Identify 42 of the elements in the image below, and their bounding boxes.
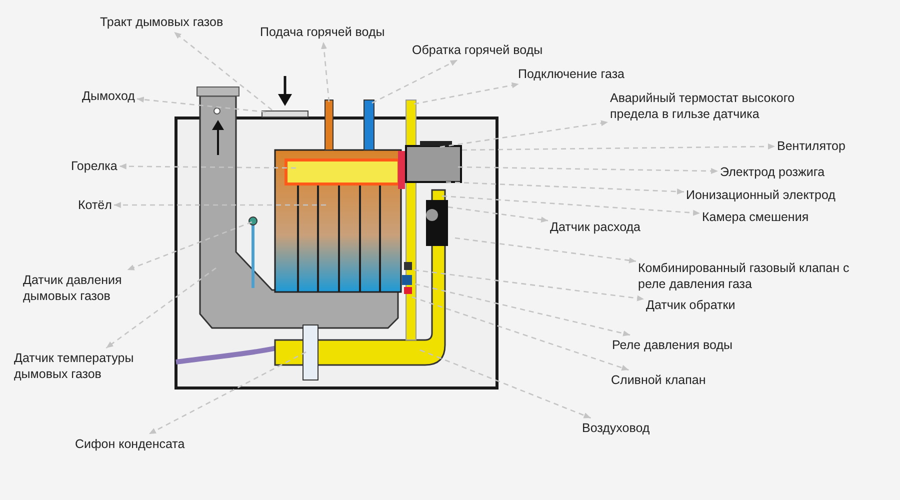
callout-label: Горелка [71, 158, 118, 174]
callout-label: Реле давления воды [612, 337, 732, 353]
leader-line [440, 120, 608, 148]
callout-label: Котёл [78, 197, 112, 213]
leader-line [174, 32, 272, 110]
leader-line [414, 82, 519, 105]
callout-label: Датчик температуры дымовых газов [14, 350, 135, 382]
leader-line [462, 144, 775, 151]
leader-line [414, 283, 630, 336]
callout-label: Электрод розжига [720, 164, 825, 180]
leader-line [454, 237, 636, 264]
callout-label: Обратка горячей воды [412, 42, 543, 58]
callout-label: Сливной клапан [611, 372, 706, 388]
leader-line [119, 163, 296, 170]
leader-line [148, 351, 306, 435]
leader-line [414, 269, 644, 302]
callout-label: Комбинированный газовый клапан с реле давления газа [638, 260, 850, 292]
callout-label: Воздуховод [582, 420, 650, 436]
leader-line [412, 296, 629, 371]
leader-line [442, 195, 700, 216]
callout-label: Сифон конденсата [75, 436, 185, 452]
callout-label: Подача горячей воды [260, 24, 385, 40]
leader-line [136, 96, 266, 113]
callout-label: Дымоход [82, 88, 135, 104]
leader-line [321, 42, 330, 102]
callout-label: Аварийный термостат высокого предела в гильзе датчика [610, 90, 796, 122]
leader-line [114, 202, 326, 208]
callout-label: Ионизационный электрод [686, 187, 836, 203]
callout-label: Камера смешения [702, 209, 809, 225]
callout-label: Датчик обратки [646, 297, 736, 313]
leader-line [420, 349, 591, 419]
callout-label: Подключение газа [518, 66, 625, 82]
leader-line [127, 221, 252, 271]
leader-line [446, 181, 684, 195]
leader-line [448, 206, 548, 223]
callout-label: Тракт дымовых газов [100, 14, 224, 30]
leader-line [458, 166, 718, 174]
callout-label: Вентилятор [777, 138, 846, 154]
callout-label: Датчик давления дымовых газов [23, 272, 123, 304]
leader-line [106, 267, 216, 349]
leader-line [372, 59, 458, 104]
callout-label: Датчик расхода [550, 219, 640, 235]
